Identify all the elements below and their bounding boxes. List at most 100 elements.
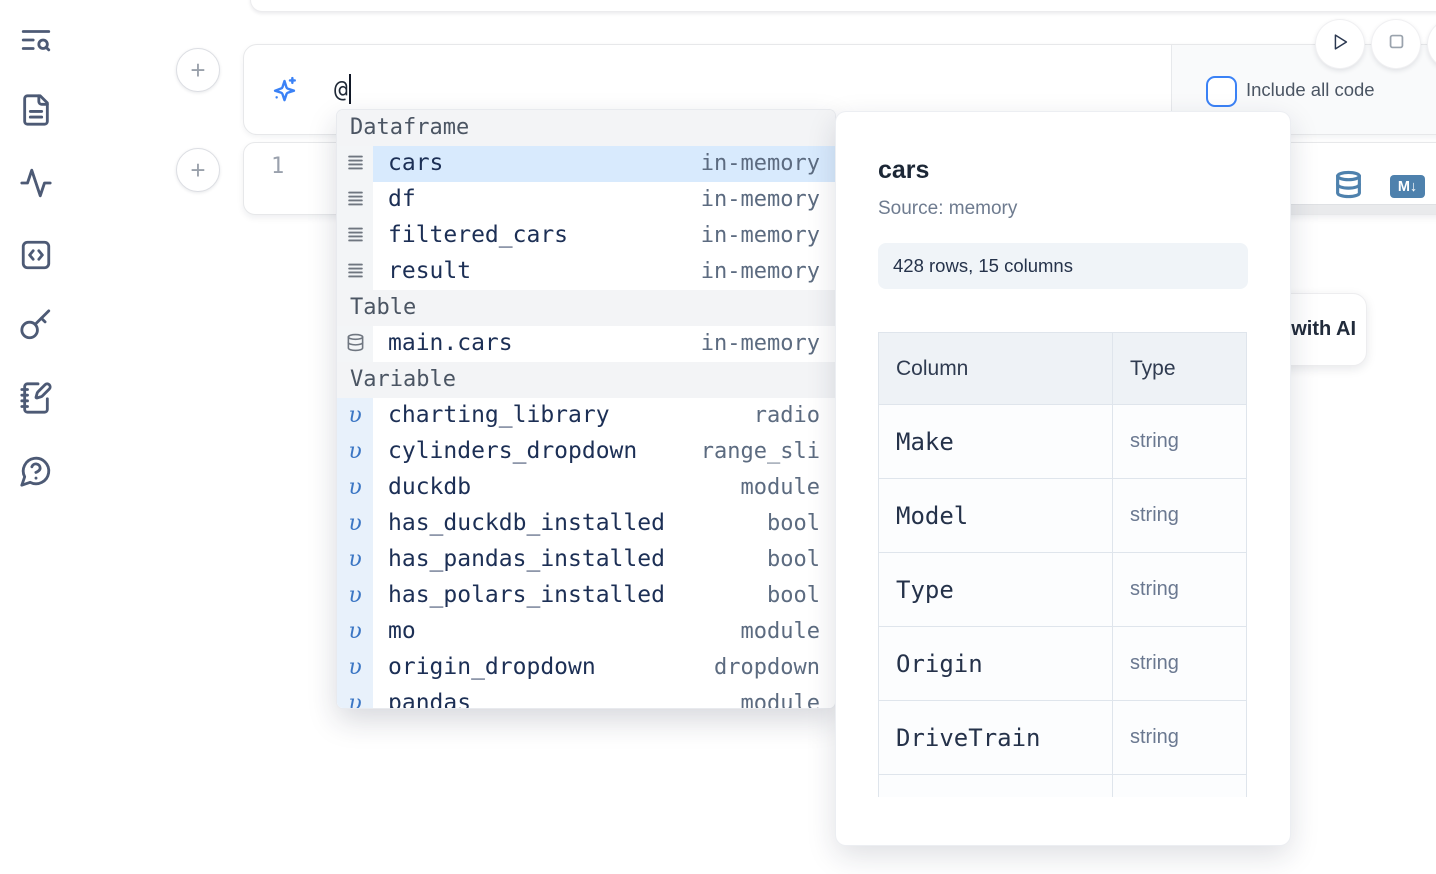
activity-icon — [19, 168, 53, 204]
add-cell-below-button[interactable]: + — [176, 148, 220, 192]
convert-to-markdown-button[interactable]: M↓ — [1390, 175, 1425, 198]
autocomplete-section-header: Variable — [337, 362, 835, 398]
column-header: Column — [878, 332, 1113, 405]
rows-icon — [346, 189, 365, 212]
type-header: Type — [1112, 332, 1247, 405]
sidebar-item[interactable] — [19, 454, 53, 488]
schema-table: Column Type Make string Model str — [878, 332, 1247, 797]
file-text-icon — [19, 94, 53, 131]
plus-icon: + — [190, 55, 206, 85]
previous-cell-bottom — [250, 0, 1436, 12]
autocomplete-popup: Dataframe cars in-memory — [337, 110, 835, 708]
database-icon — [346, 333, 365, 356]
preview-source: Source: memory — [878, 198, 1018, 219]
schema-column-name — [878, 774, 1113, 797]
line-number: 1 — [271, 154, 285, 179]
stop-icon — [1387, 32, 1406, 56]
autocomplete-item-name: has_polars_installed — [388, 582, 665, 608]
autocomplete-item-name: df — [388, 186, 416, 212]
schema-header-row: Column Type — [878, 332, 1247, 405]
autocomplete-item-gutter: υ — [337, 434, 373, 470]
sparkles-icon — [270, 76, 299, 108]
include-all-code-checkbox[interactable] — [1206, 76, 1237, 107]
autocomplete-item-name: has_duckdb_installed — [388, 510, 665, 536]
ai-prompt-input[interactable]: @ — [334, 74, 351, 104]
database-cell-icon — [1334, 170, 1363, 203]
autocomplete-item[interactable]: υ charting_library radio — [337, 398, 835, 434]
schema-column-type: string — [1112, 700, 1247, 775]
autocomplete-item-name: main.cars — [388, 330, 513, 356]
autocomplete-item-name: filtered_cars — [388, 222, 569, 248]
sparkles-icon-wrap — [270, 75, 299, 104]
sidebar-item[interactable] — [19, 308, 53, 342]
schema-column-name: Model — [878, 478, 1113, 553]
autocomplete-section-header: Dataframe — [337, 110, 835, 146]
add-cell-above-button[interactable]: + — [176, 48, 220, 92]
autocomplete-item-gutter — [337, 146, 373, 182]
autocomplete-section: Variable υ charting_library radio υ — [337, 362, 835, 708]
variable-icon: υ — [348, 619, 362, 644]
autocomplete-item[interactable]: result in-memory — [337, 254, 835, 290]
convert-to-sql-button[interactable] — [1334, 170, 1363, 199]
rows-icon — [346, 153, 365, 176]
autocomplete-item[interactable]: υ mo module — [337, 614, 835, 650]
sidebar-item[interactable] — [19, 23, 53, 57]
schema-column-type: string — [1112, 552, 1247, 627]
autocomplete-item-type: in-memory — [700, 259, 820, 284]
helper-sidebar — [0, 0, 72, 560]
schema-row: DriveTrain string — [878, 700, 1247, 775]
variable-icon: υ — [348, 511, 362, 536]
variable-icon: υ — [348, 691, 362, 709]
schema-row — [878, 774, 1247, 797]
autocomplete-item-gutter — [337, 254, 373, 290]
autocomplete-item-name: result — [388, 258, 472, 284]
schema-row: Model string — [878, 478, 1247, 553]
rows-icon — [346, 225, 365, 248]
autocomplete-item[interactable]: υ duckdb module — [337, 470, 835, 506]
autocomplete-item[interactable]: df in-memory — [337, 182, 835, 218]
autocomplete-item-name: duckdb — [388, 474, 472, 500]
autocomplete-item[interactable]: υ pandas module — [337, 686, 835, 708]
autocomplete-item[interactable]: filtered_cars in-memory — [337, 218, 835, 254]
autocomplete-item-name: pandas — [388, 690, 472, 708]
autocomplete-item[interactable]: main.cars in-memory — [337, 326, 835, 362]
run-cell-button[interactable] — [1316, 20, 1364, 68]
sidebar-item[interactable] — [19, 93, 53, 127]
autocomplete-item-name: mo — [388, 618, 416, 644]
autocomplete-item-type: module — [740, 475, 820, 500]
autocomplete-item[interactable]: υ has_polars_installed bool — [337, 578, 835, 614]
autocomplete-item-gutter: υ — [337, 398, 373, 434]
rows-icon — [346, 261, 365, 284]
autocomplete-item-type: in-memory — [700, 187, 820, 212]
autocomplete-item-gutter: υ — [337, 686, 373, 708]
autocomplete-section-header: Table — [337, 290, 835, 326]
autocomplete-item-gutter: υ — [337, 470, 373, 506]
variable-icon: υ — [348, 583, 362, 608]
schema-column-type: string — [1112, 404, 1247, 479]
autocomplete-item[interactable]: cars in-memory — [337, 146, 835, 182]
sidebar-item[interactable] — [19, 381, 53, 415]
extra-cell-action-button[interactable] — [1428, 20, 1436, 68]
autocomplete-item-type: radio — [753, 403, 820, 428]
autocomplete-item[interactable]: υ origin_dropdown dropdown — [337, 650, 835, 686]
autocomplete-item-gutter: υ — [337, 578, 373, 614]
sidebar-item[interactable] — [19, 238, 53, 272]
autocomplete-item[interactable]: υ has_pandas_installed bool — [337, 542, 835, 578]
schema-column-name: Type — [878, 552, 1113, 627]
autocomplete-section: Dataframe cars in-memory — [337, 110, 835, 290]
stop-kernel-button[interactable] — [1372, 20, 1420, 68]
preview-title: cars — [878, 156, 930, 184]
play-icon — [1329, 31, 1351, 58]
autocomplete-item-type: in-memory — [700, 151, 820, 176]
autocomplete-item-name: charting_library — [388, 402, 610, 428]
autocomplete-item-gutter — [337, 326, 373, 362]
autocomplete-item-type: range_sli — [700, 439, 820, 464]
autocomplete-item-gutter: υ — [337, 542, 373, 578]
autocomplete-item[interactable]: υ has_duckdb_installed bool — [337, 506, 835, 542]
autocomplete-item-type: bool — [767, 583, 820, 608]
plus-icon: + — [190, 155, 206, 185]
autocomplete-item-type: bool — [767, 547, 820, 572]
sidebar-item[interactable] — [19, 166, 53, 200]
autocomplete-item[interactable]: υ cylinders_dropdown range_sli — [337, 434, 835, 470]
